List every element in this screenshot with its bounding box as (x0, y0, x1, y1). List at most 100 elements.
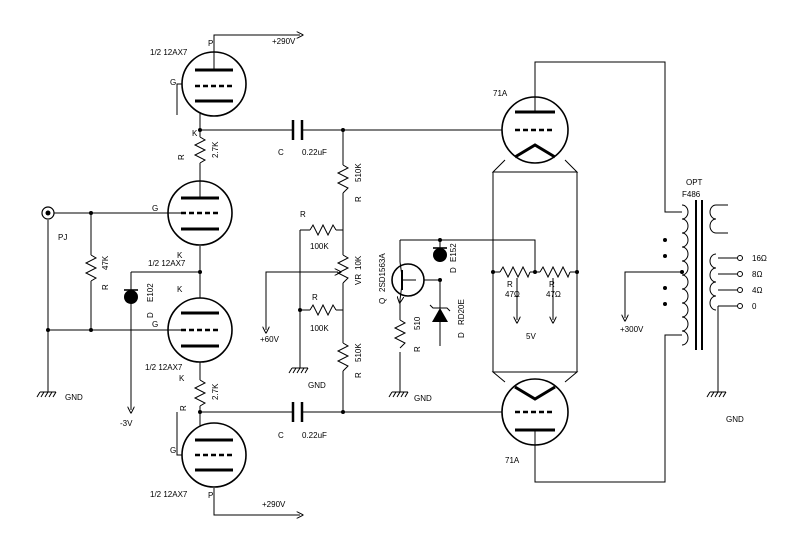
r-2k7-top-tag: R (177, 154, 186, 160)
resistor-510-q (393, 319, 407, 349)
r-2k7-bottom-tag: R (179, 405, 188, 411)
r-47ohm-left-value: 47Ω (505, 290, 520, 299)
tube-71a-bottom (501, 378, 569, 446)
tube-71a-bottom-label: 71A (505, 456, 520, 465)
c-bottom-tag: C (278, 431, 284, 440)
c-top-value: 0.22uF (302, 148, 327, 157)
resistor-2k7-bottom (193, 379, 207, 407)
gnd-mid-label: GND (308, 381, 326, 390)
cathode-top-label: K (192, 129, 198, 138)
d-e152-tag: D (449, 267, 458, 273)
tube-mid-label: 1/2 12AX7 (148, 259, 186, 268)
filament-5v-label: 5V (526, 332, 536, 341)
output-transformer (663, 200, 728, 350)
junction-dots (46, 128, 579, 414)
tube-71a-top-label: 71A (493, 89, 508, 98)
gnd-right-label: GND (726, 415, 744, 424)
transistor-q (391, 261, 425, 300)
grid-bottom-label: G (170, 446, 176, 455)
vr-tag: VR (354, 274, 363, 285)
r-2k7-top-value: 2.7K (211, 141, 220, 158)
tube-12ax7-mid (166, 163, 233, 246)
r-510k-top-value: 510K (354, 163, 363, 182)
potentiometer-vr-10k (335, 254, 350, 284)
ground-q (388, 391, 409, 398)
r-47k-value: 47K (101, 255, 110, 270)
plus-300v-label: +300V (620, 325, 644, 334)
q-tag: Q (378, 298, 387, 304)
tube-71a-top (501, 96, 569, 164)
d-e102-value: E102 (146, 283, 155, 302)
d-rd20e-tag: D (457, 332, 466, 338)
cathode-bottom-label: K (179, 374, 185, 383)
ground-right (706, 391, 727, 398)
r-47k-tag: R (101, 284, 110, 290)
input-jack (41, 206, 55, 220)
diode-e152 (433, 247, 447, 262)
cathode-lower-label: K (177, 285, 183, 294)
tube-12ax7-top (181, 48, 247, 117)
tube-lower-label: 1/2 12AX7 (145, 363, 183, 372)
labels: 1/2 12AX7 1/2 12AX7 1/2 12AX7 1/2 12AX7 … (58, 37, 767, 509)
ground-left (36, 391, 57, 398)
grid-top-label: G (170, 78, 176, 87)
r-510k-top-tag: R (354, 196, 363, 202)
r-100k-bottom-tag: R (312, 293, 318, 302)
resistor-47k (84, 254, 98, 282)
tap-8-label: 8Ω (752, 270, 762, 279)
resistor-510k-top (336, 164, 350, 194)
neg-3v-label: -3V (120, 419, 133, 428)
speaker-terminals (737, 255, 743, 309)
plus-60v-label: +60V (260, 335, 280, 344)
r-510k-bottom-value: 510K (354, 343, 363, 362)
gnd-q-label: GND (414, 394, 432, 403)
plate-bottom-label: P (208, 491, 213, 500)
gnd-left-label: GND (65, 393, 83, 402)
r-510k-bottom-tag: R (354, 372, 363, 378)
r-510-value: 510 (413, 316, 422, 330)
resistor-100k-bottom (309, 303, 337, 317)
resistor-100k-top (309, 223, 337, 237)
r-100k-top-value: 100K (310, 242, 329, 251)
resistor-2k7-top (193, 136, 207, 164)
d-e102-tag: D (146, 312, 155, 318)
c-top-tag: C (278, 148, 284, 157)
tube-12ax7-bottom (181, 422, 247, 488)
q-value: 2SD1563A (378, 253, 387, 292)
d-rd20e-value: RD20E (457, 299, 466, 325)
vr-value: 10K (354, 255, 363, 270)
b-plus-290-top: +290V (272, 37, 296, 46)
capacitor-bottom (291, 402, 304, 422)
r-100k-bottom-value: 100K (310, 324, 329, 333)
r-47ohm-right-tag: R (549, 280, 555, 289)
opt-label: OPT (686, 178, 703, 187)
d-e152-value: E152 (449, 243, 458, 262)
tap-16-label: 16Ω (752, 254, 767, 263)
grid-lower-label: G (152, 320, 158, 329)
input-jack-label: PJ (58, 233, 67, 242)
tap-4-label: 4Ω (752, 286, 762, 295)
c-bottom-value: 0.22uF (302, 431, 327, 440)
r-510-tag: R (413, 346, 422, 352)
ground-mid (288, 367, 309, 374)
opt-model-label: F486 (682, 190, 701, 199)
zener-rd20e (429, 304, 451, 322)
tube-top-label: 1/2 12AX7 (150, 48, 188, 57)
diode-e102 (124, 289, 138, 304)
resistor-47ohm-right (539, 265, 571, 279)
plate-top-label: P (208, 39, 213, 48)
capacitor-top (291, 120, 304, 140)
b-plus-290-bottom: +290V (262, 500, 286, 509)
cathode-mid-label: K (177, 251, 183, 260)
r-47ohm-left-tag: R (507, 280, 513, 289)
r-2k7-bottom-value: 2.7K (211, 383, 220, 400)
tap-0-label: 0 (752, 302, 757, 311)
r-100k-top-tag: R (300, 210, 306, 219)
r-47ohm-right-value: 47Ω (546, 290, 561, 299)
tube-12ax7-lower (166, 297, 233, 363)
resistor-510k-bottom (336, 342, 350, 372)
tube-bottom-label: 1/2 12AX7 (150, 490, 188, 499)
grid-mid-label: G (152, 204, 158, 213)
